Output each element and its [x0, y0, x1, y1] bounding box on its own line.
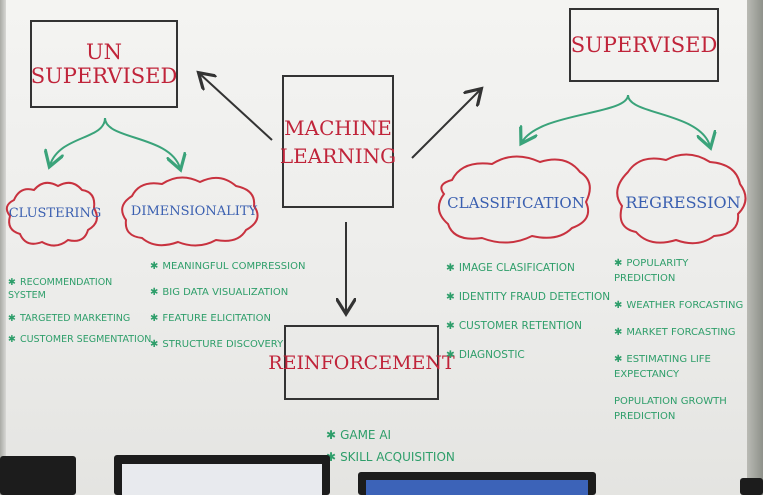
list-item: ✱SKILL ACQUISITION	[326, 450, 455, 464]
list-item: ✱IMAGE CLASIFICATION	[446, 262, 575, 274]
whiteboard-left-frame	[0, 0, 6, 495]
classification-list: ✱IMAGE CLASIFICATION ✱IDENTITY FRAUD DET…	[446, 254, 610, 370]
dimensionality-title: DIMENSIONALITY	[130, 203, 258, 219]
monitor-right	[358, 472, 596, 495]
reinforcement-box: REINFORCEMENT	[268, 325, 455, 400]
list-item: ✱RECOMMENDATION SYSTEM	[8, 277, 113, 301]
regression-cloud	[616, 153, 747, 245]
list-item: ✱DIAGNOSTIC	[446, 349, 525, 361]
list-item: ✱WEATHER FORCASTING	[614, 300, 744, 311]
list-item: ✱MARKET FORCASTING	[614, 327, 736, 338]
dimensionality-list: ✱MEANINGFUL COMPRESSION ✱BIG DATA VISUAL…	[150, 254, 305, 358]
classification-title: CLASSIFICATION	[447, 194, 585, 212]
supervised-title: SUPERVISED	[570, 33, 718, 57]
regression-label: REGRESSION	[618, 162, 748, 242]
list-item: ✱IDENTITY FRAUD DETECTION	[446, 291, 611, 303]
dimensionality-cloud	[121, 176, 259, 247]
regression-list: ✱POPULARITY PREDICTION ✱WEATHER FORCASTI…	[614, 256, 744, 424]
unsupervised-title: UN SUPERVISED	[30, 40, 178, 88]
list-item: ✱GAME AI	[326, 428, 392, 442]
list-item: ✱FEATURE ELICITATION	[150, 313, 271, 324]
list-item: POPULATION GROWTH PREDICTION	[614, 396, 727, 422]
list-item: ✱TARGETED MARKETING	[8, 313, 131, 324]
machine-learning-title: MACHINE LEARNING	[279, 115, 397, 168]
list-item: ✱STRUCTURE DISCOVERY	[150, 339, 284, 350]
regression-title: REGRESSION	[625, 192, 741, 212]
whiteboard-right-frame	[747, 0, 763, 495]
clustering-list: ✱RECOMMENDATION SYSTEM ✱TARGETED MARKETI…	[8, 276, 152, 346]
clustering-cloud	[5, 181, 98, 247]
classification-cloud	[437, 155, 591, 244]
clustering-title: CLUSTERING	[8, 205, 102, 221]
machine-learning-box: MACHINE LEARNING	[279, 75, 397, 208]
monitor-far-right	[740, 478, 763, 495]
list-item: ✱ESTIMATING LIFE EXPECTANCY	[614, 354, 711, 380]
list-item: ✱MEANINGFUL COMPRESSION	[150, 261, 306, 272]
arrow-to-supervised	[411, 90, 480, 159]
monitor-right-screen	[366, 480, 588, 495]
arrow-to-unsupervised	[200, 74, 273, 141]
classification-label: CLASSIFICATION	[446, 165, 586, 241]
monitor-left	[0, 456, 76, 495]
reinforcement-list: ✱GAME AI ✱SKILL ACQUISITION	[326, 424, 455, 468]
reinforcement-title: REINFORCEMENT	[268, 351, 455, 374]
green-arrow-to-classification	[522, 94, 629, 142]
list-item: ✱BIG DATA VISUALIZATION	[150, 287, 289, 298]
list-item: ✱POPULARITY PREDICTION	[614, 258, 689, 284]
unsupervised-box: UN SUPERVISED	[30, 20, 178, 108]
list-item: ✱CUSTOMER SEGMENTATION	[8, 334, 152, 345]
list-item: ✱CUSTOMER RETENTION	[446, 320, 582, 332]
green-arrow-to-clustering	[50, 117, 106, 165]
clustering-label: CLUSTERING	[8, 188, 102, 238]
monitor-center-screen	[122, 464, 322, 495]
monitor-center	[114, 455, 330, 495]
green-arrow-to-regression	[627, 94, 710, 146]
dimensionality-label: DIMENSIONALITY	[128, 184, 260, 238]
supervised-box: SUPERVISED	[569, 8, 719, 82]
green-arrow-to-dimensionality	[104, 117, 180, 168]
